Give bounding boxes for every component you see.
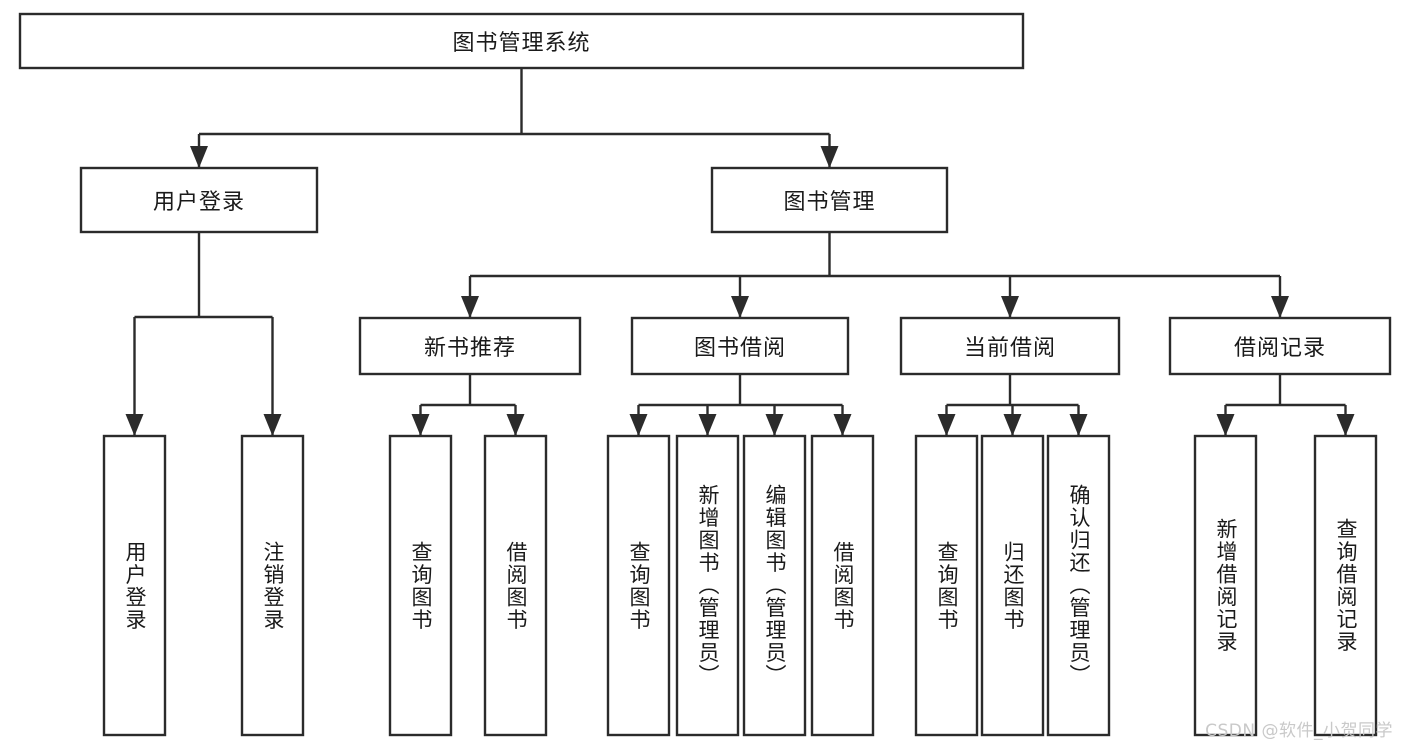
boxes-layer bbox=[18, 12, 1392, 737]
node-box-leaf-confirm-return bbox=[1046, 434, 1111, 737]
node-box-leaf-edit-book bbox=[742, 434, 807, 737]
arrow-head-icon-leaf-add-record bbox=[1216, 414, 1235, 436]
arrow-head-icon-leaf-confirm-return bbox=[1069, 414, 1088, 436]
node-box-leaf-query-book-bb bbox=[606, 434, 671, 737]
node-box-borrow-record bbox=[1168, 316, 1392, 376]
arrow-head-icon-leaf-borrow-book-rec bbox=[506, 414, 525, 436]
arrow-head-icon-leaf-edit-book bbox=[765, 414, 784, 436]
arrow-head-icon-book-manage bbox=[820, 146, 839, 168]
arrow-head-icon-leaf-query-book-cb bbox=[937, 414, 956, 436]
arrow-head-icon-leaf-return-book bbox=[1003, 414, 1022, 436]
node-box-leaf-add-record bbox=[1193, 434, 1258, 737]
arrow-head-icon-leaf-add-book bbox=[698, 414, 717, 436]
node-box-leaf-query-book-cb bbox=[914, 434, 979, 737]
node-box-new-book-rec bbox=[358, 316, 582, 376]
connectors-layer bbox=[125, 68, 1355, 436]
node-box-leaf-borrow-book-bb bbox=[810, 434, 875, 737]
node-box-user-login bbox=[79, 166, 319, 234]
arrow-head-icon-book-borrow bbox=[731, 296, 749, 318]
arrow-head-icon-borrow-record bbox=[1271, 296, 1289, 318]
node-box-leaf-query-book-rec bbox=[388, 434, 453, 737]
node-box-leaf-borrow-book-rec bbox=[483, 434, 548, 737]
arrow-head-icon-new-book-rec bbox=[461, 296, 479, 318]
arrow-head-icon-leaf-user-login bbox=[125, 414, 144, 436]
arrow-head-icon-leaf-query-record bbox=[1336, 414, 1355, 436]
node-box-leaf-query-record bbox=[1313, 434, 1378, 737]
arrow-head-icon-user-login bbox=[190, 146, 208, 168]
node-box-book-manage bbox=[710, 166, 949, 234]
node-box-leaf-add-book bbox=[675, 434, 740, 737]
node-box-leaf-user-login bbox=[102, 434, 167, 737]
arrow-head-icon-leaf-query-book-rec bbox=[411, 414, 430, 436]
arrow-head-icon-leaf-query-book-bb bbox=[629, 414, 648, 436]
arrow-head-icon-leaf-borrow-book-bb bbox=[833, 414, 852, 436]
arrow-head-icon-leaf-user-logout bbox=[263, 414, 282, 436]
node-box-current-borrow bbox=[899, 316, 1121, 376]
node-box-book-borrow bbox=[630, 316, 850, 376]
arrow-head-icon-current-borrow bbox=[1001, 296, 1019, 318]
node-box-root bbox=[18, 12, 1025, 70]
node-box-leaf-return-book bbox=[980, 434, 1045, 737]
node-box-leaf-user-logout bbox=[240, 434, 305, 737]
